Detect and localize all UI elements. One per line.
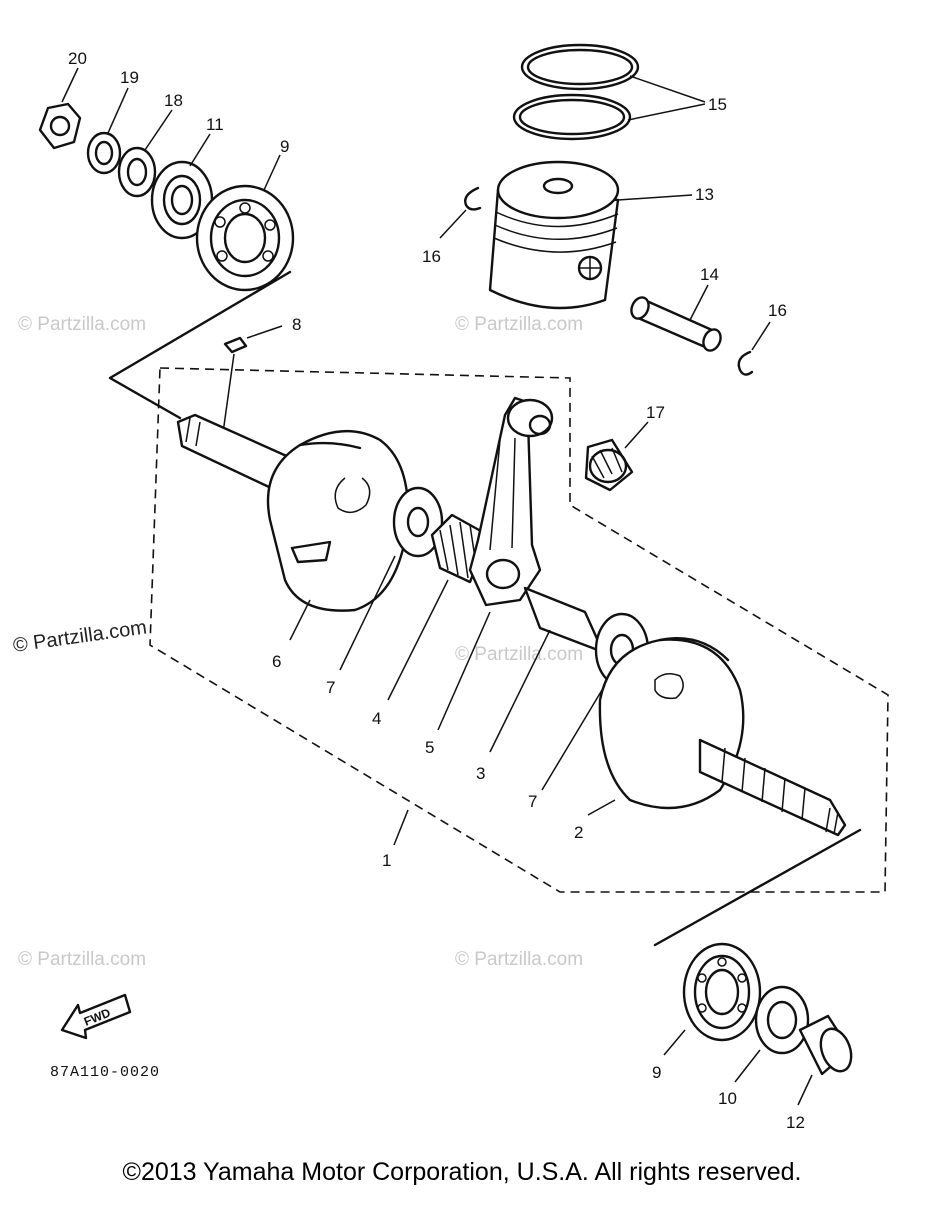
callout-18: 18: [164, 91, 183, 110]
lock-washer-part-19: [86, 131, 122, 175]
callout-16-right: 16: [768, 301, 787, 320]
callout-15: 15: [708, 95, 727, 114]
bearing-leader-bottom: [653, 828, 862, 947]
assembly-boundary: [149, 367, 889, 893]
callout-11: 11: [206, 115, 224, 134]
watermark: © Partzilla.com: [18, 949, 146, 970]
bearing-part-9-bottom: [682, 942, 762, 1042]
callout-5: 5: [425, 738, 434, 757]
callout-9-top: 9: [280, 137, 289, 156]
callout-14: 14: [700, 265, 719, 284]
watermark-dark: © Partzilla.com: [12, 616, 149, 657]
callout-3: 3: [476, 764, 485, 783]
circlip-part-16-left: [439, 186, 482, 239]
diagram-code: 87A110-0020: [50, 1064, 160, 1081]
bearing-leader: [108, 270, 292, 420]
callout-7-right: 7: [528, 792, 537, 811]
callout-4: 4: [372, 709, 381, 728]
crank-pin-part-3: [523, 586, 605, 654]
fwd-arrow-icon: FWD: [60, 993, 132, 1040]
oil-seal-part-11: [150, 160, 214, 240]
copyright-footer: ©2013 Yamaha Motor Corporation, U.S.A. A…: [123, 1158, 802, 1186]
circlip-part-16-right: [737, 321, 771, 376]
callout-leaders: [61, 67, 813, 1106]
woodruff-key-part-8: [221, 325, 283, 441]
connecting-rod-part-5: [468, 396, 554, 607]
washer-part-7-left: [392, 486, 444, 558]
callout-12: 12: [786, 1113, 805, 1132]
oil-seal-part-10: [754, 985, 810, 1055]
piston-pin-part-14: [630, 284, 722, 352]
callout-7-left: 7: [326, 678, 335, 697]
callout-13: 13: [695, 185, 714, 204]
callout-6: 6: [272, 652, 281, 671]
callout-17: 17: [646, 403, 665, 422]
watermark: © Partzilla.com: [455, 644, 583, 665]
nut-part-20: [38, 102, 82, 150]
crank-web-part-6: [266, 430, 410, 612]
callout-19: 19: [120, 68, 139, 87]
callout-20: 20: [68, 49, 87, 68]
washer-part-18: [117, 146, 157, 198]
collar-part-12: [798, 1014, 853, 1076]
callout-2: 2: [574, 823, 583, 842]
callout-16-left: 16: [422, 247, 441, 266]
piston-part-13: [488, 160, 693, 310]
piston-rings-part-15: [512, 43, 706, 141]
small-end-bearing-part-17: [584, 421, 649, 492]
bearing-part-9-top: [195, 184, 295, 292]
watermark: © Partzilla.com: [18, 314, 146, 335]
callout-9-bottom: 9: [652, 1063, 661, 1082]
callout-10: 10: [718, 1089, 737, 1108]
watermark: © Partzilla.com: [455, 314, 583, 335]
callout-8: 8: [292, 315, 301, 334]
callout-1: 1: [382, 851, 391, 870]
crank-shaft-right: [698, 738, 847, 837]
watermark: © Partzilla.com: [455, 949, 583, 970]
